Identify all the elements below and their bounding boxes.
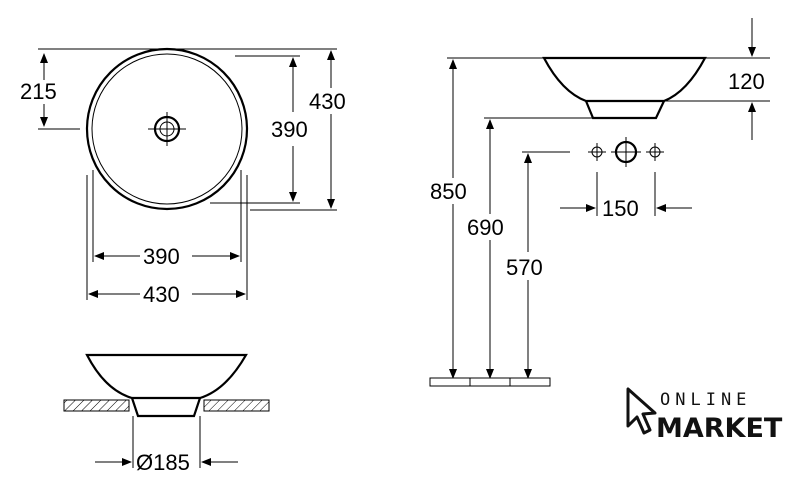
logo-text-online: ONLINE xyxy=(660,390,751,410)
basin-side-profile xyxy=(542,56,707,103)
floor-plate-690 xyxy=(469,377,511,387)
dim-430-horizontal-label: 430 xyxy=(143,282,180,307)
logo-text-market: MARKET xyxy=(656,413,783,444)
dim-390-horizontal-label: 390 xyxy=(143,244,180,269)
dim-690-label: 690 xyxy=(467,215,504,240)
valve-right-icon xyxy=(646,143,664,161)
tap-center-icon xyxy=(611,137,641,167)
dim-390-vertical-label: 390 xyxy=(271,117,308,142)
basin-front-profile xyxy=(85,353,248,400)
drain-outlet-front xyxy=(130,397,202,418)
countertop-left-hatch xyxy=(63,399,130,412)
online-market-logo: ONLINE MARKET xyxy=(626,387,783,444)
countertop-right-hatch xyxy=(203,399,270,412)
floor-plate-850 xyxy=(429,377,471,387)
side-view: 120 850 690 570 xyxy=(429,18,770,387)
top-view: 215 390 430 390 430 xyxy=(20,47,346,307)
basin-inner-bowl xyxy=(91,53,243,205)
dim-150-label: 150 xyxy=(602,196,639,221)
dim-120-label: 120 xyxy=(728,69,765,94)
dim-215-label: 215 xyxy=(20,79,57,104)
dim-850-label: 850 xyxy=(430,179,467,204)
dim-diameter-185-label: Ø185 xyxy=(136,450,190,475)
dim-430-vertical-label: 430 xyxy=(309,89,346,114)
drain-outlet-side xyxy=(584,100,665,120)
valve-left-icon xyxy=(588,143,606,161)
dim-570-label: 570 xyxy=(506,255,543,280)
floor-plate-570 xyxy=(509,377,551,387)
front-view: Ø185 xyxy=(63,353,270,475)
cursor-icon xyxy=(626,387,657,435)
